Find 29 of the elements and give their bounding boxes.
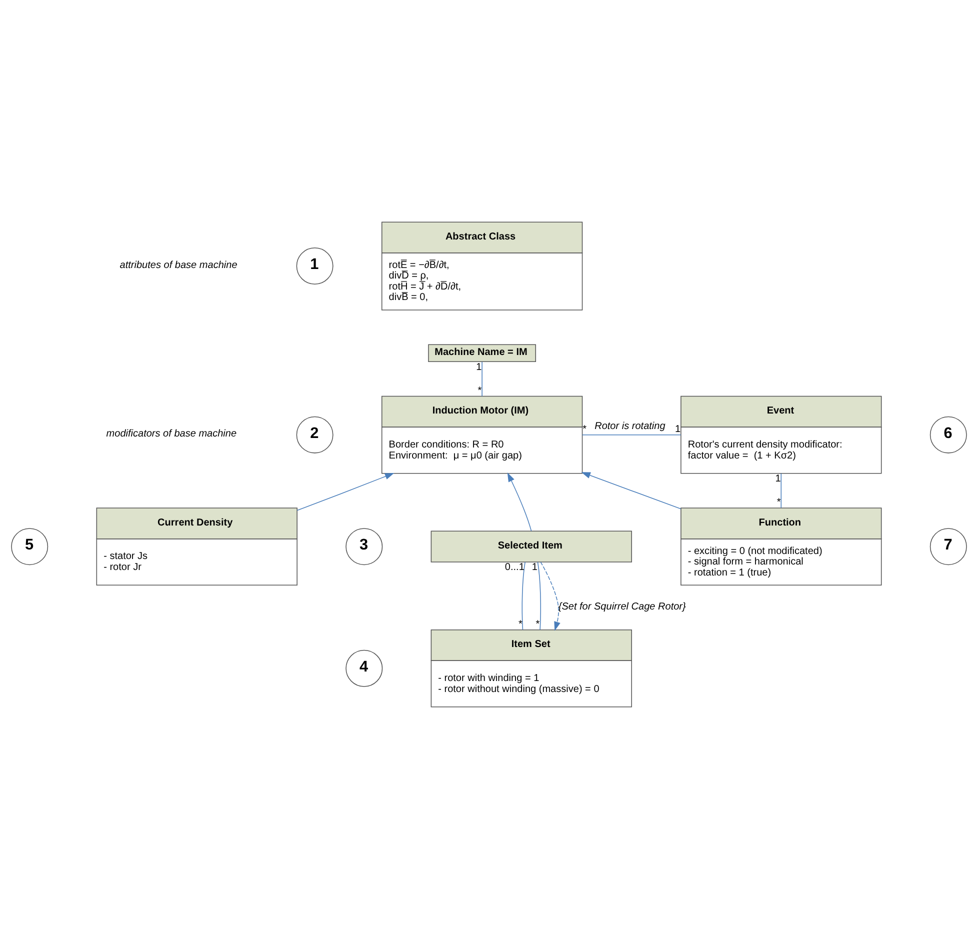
connector [537, 561, 542, 630]
node-circle: 7 [930, 528, 967, 565]
edge-label: Rotor is rotating [594, 420, 666, 432]
label: attributes of base machine [120, 259, 238, 270]
arrow [540, 561, 560, 630]
node-circle: 6 [930, 416, 967, 453]
label: 1 [532, 562, 538, 573]
arrow [296, 472, 394, 510]
arrow [581, 472, 682, 509]
node-box: Machine Name = IM [428, 344, 536, 362]
arrow [507, 472, 532, 531]
node-circle: 3 [346, 528, 383, 565]
label: * [478, 384, 482, 396]
edge-label: {Set for Squirrel Cage Rotor} [558, 600, 686, 612]
label: modificators of base machine [106, 428, 237, 440]
node-circle: 4 [346, 649, 383, 686]
label: * [776, 496, 781, 508]
label: 1 [476, 361, 482, 372]
label: 1 [775, 473, 781, 484]
node-circle: 1 [296, 247, 334, 284]
label: * [582, 424, 587, 435]
label: 0...1 [504, 562, 524, 573]
connector [780, 472, 782, 508]
connector [522, 561, 526, 630]
label: 1 [674, 424, 681, 435]
node-circle: 5 [11, 528, 48, 565]
node-circle: 2 [296, 416, 334, 453]
connector [582, 434, 682, 435]
label: * [536, 618, 540, 630]
